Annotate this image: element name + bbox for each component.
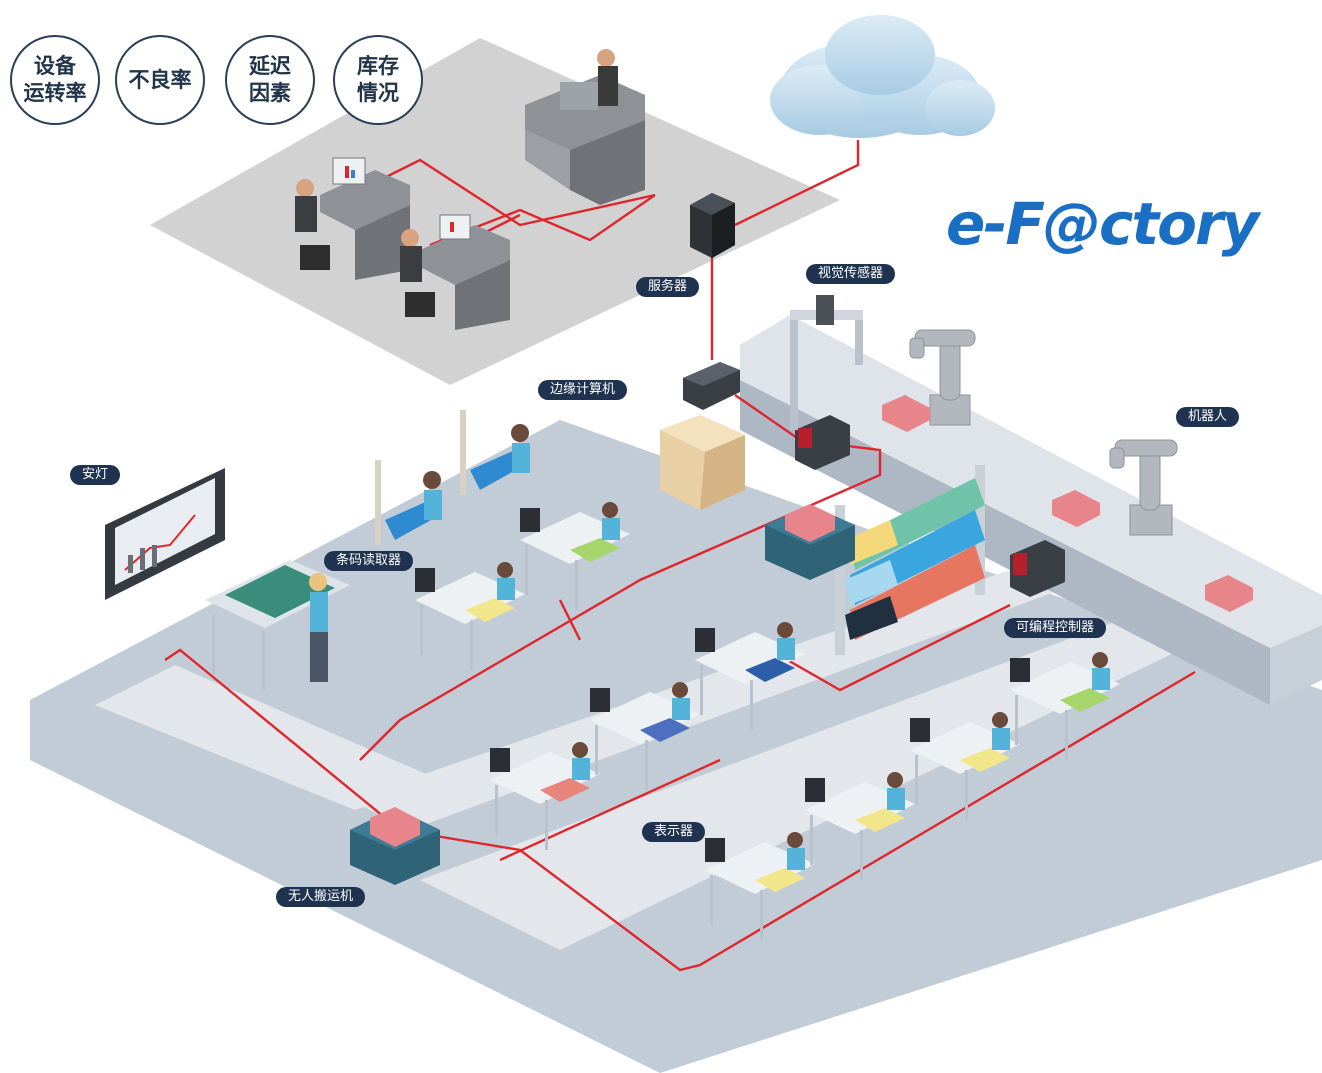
- sewing-workstation: [590, 682, 700, 790]
- floor-aisle: [95, 665, 440, 810]
- conveyor-top: [740, 315, 1322, 648]
- sewing-workstation: [490, 742, 600, 850]
- robot-arm: [1109, 439, 1178, 536]
- office-floor: [150, 38, 840, 385]
- server-tower: [690, 193, 735, 258]
- sewing-workstation: [1010, 652, 1120, 760]
- staff-desk-2: [400, 214, 510, 330]
- kpi-line: 因素: [249, 81, 291, 105]
- label-andon: 安灯: [70, 465, 121, 485]
- inspection-station: [205, 560, 350, 690]
- kpi-badge-delay: 延迟因素: [225, 35, 315, 125]
- edge-computer: [683, 362, 740, 410]
- conveyor-end: [1270, 625, 1322, 705]
- kpi-line: 不良率: [128, 67, 192, 92]
- fabric-rolls: [835, 465, 985, 655]
- sewing-workstations: [415, 502, 1120, 940]
- andon-board: [105, 468, 225, 600]
- label-display: 表示器: [642, 822, 706, 842]
- conveyor-side: [740, 380, 1270, 705]
- sewing-workstation: [705, 832, 815, 940]
- sewing-workstation: [520, 502, 630, 610]
- floor-aisle: [420, 620, 1180, 950]
- sewing-workstation: [805, 772, 915, 880]
- efactory-logo: e-F@ctory: [946, 190, 1266, 270]
- plc-unit: [795, 415, 850, 470]
- agv-vehicle: [765, 504, 855, 580]
- kpi-badge-defect-rate: 不良率: [115, 35, 205, 125]
- sewing-workstation: [695, 622, 805, 730]
- pressing-station: [460, 410, 530, 495]
- kpi-badge-inventory: 库存情况: [333, 35, 423, 125]
- network-lines: [164, 140, 1196, 972]
- label-vision-sensor: 视觉传感器: [806, 264, 896, 284]
- staff-desk-1: [295, 157, 410, 280]
- pressing-station: [375, 460, 442, 545]
- conveyor-items: [882, 395, 1253, 612]
- logo-text: e-F@ctory: [946, 190, 1259, 258]
- label-barcode-reader: 条码读取器: [324, 551, 414, 571]
- boss-desk: [525, 49, 645, 205]
- kpi-line: 库存: [357, 54, 399, 78]
- kpi-line: 情况: [357, 81, 399, 105]
- cardboard-boxes: [660, 415, 745, 510]
- sewing-workstation: [415, 562, 525, 670]
- kpi-line: 延迟: [249, 54, 291, 78]
- vision-sensor: [790, 295, 863, 430]
- robot-arm: [909, 329, 976, 426]
- agv-vehicle: [350, 807, 440, 885]
- kpi-line: 设备: [34, 54, 76, 78]
- sewing-workstation: [910, 712, 1020, 820]
- label-agv: 无人搬运机: [276, 887, 366, 907]
- plc-unit: [1010, 540, 1065, 597]
- label-robot: 机器人: [1176, 407, 1240, 427]
- label-edge-computer: 边缘计算机: [538, 380, 628, 400]
- kpi-line: 运转率: [23, 81, 87, 105]
- label-plc: 可编程控制器: [1004, 618, 1107, 638]
- label-server: 服务器: [636, 277, 700, 297]
- cloud: [770, 15, 995, 138]
- kpi-badge-utilization: 设备运转率: [10, 35, 100, 125]
